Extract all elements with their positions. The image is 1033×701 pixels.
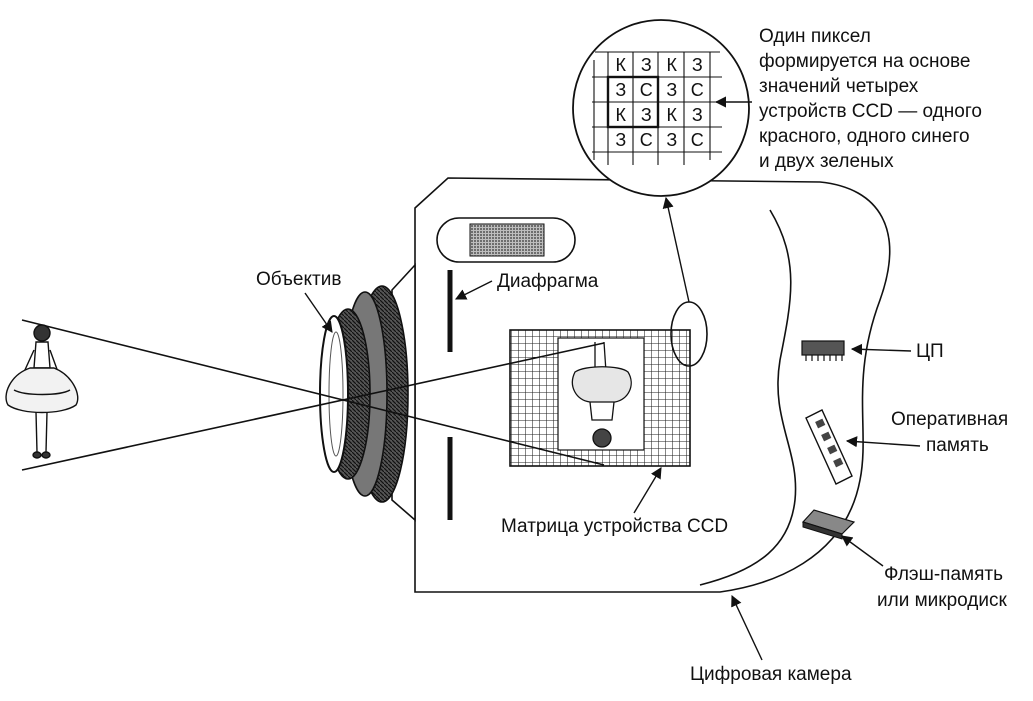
pixel-note-line-3: значений четырех	[759, 76, 919, 97]
flash-label-line-2: или микродиск	[877, 590, 1007, 611]
pixel-cell: С	[640, 80, 653, 100]
pixel-cell: З	[615, 80, 626, 100]
pixel-note-line-1: Один пиксел	[759, 26, 871, 47]
ram-module: Оперативная память	[805, 409, 1008, 485]
viewfinder	[436, 217, 576, 263]
lens-label: Объектив	[256, 269, 341, 290]
light-rays	[21, 319, 605, 471]
cpu-chip: ЦП	[801, 340, 944, 362]
camera-label-group: Цифровая камера	[690, 594, 852, 685]
pixel-cell: З	[641, 105, 652, 125]
aperture-label-group: Диафрагма	[454, 271, 599, 300]
subject-figure	[5, 324, 79, 459]
pixel-note-line-2: формируется на основе	[759, 51, 971, 72]
flash-label-line-1: Флэш-память	[884, 564, 1003, 585]
pixel-cell: З	[615, 130, 626, 150]
camera-body	[414, 177, 891, 593]
pixel-note-line-5: красного, одного синего	[759, 126, 970, 147]
pixel-cell: З	[641, 55, 652, 75]
pixel-cell: К	[616, 55, 627, 75]
pixel-cell: К	[616, 105, 627, 125]
ccd-label-group: Матрица устройства CCD	[501, 467, 728, 537]
ram-label-line-2: память	[926, 435, 989, 456]
lens-label-group: Объектив	[256, 269, 341, 333]
cpu-label: ЦП	[916, 341, 944, 362]
pixel-note-line-6: и двух зеленых	[759, 151, 894, 172]
pixel-cell: С	[691, 130, 704, 150]
inverted-image	[571, 341, 632, 448]
pixel-cell: З	[692, 105, 703, 125]
ccd-matrix-label: Матрица устройства CCD	[501, 516, 728, 537]
flash-card: Флэш-память или микродиск	[801, 509, 1007, 611]
pixel-cell: С	[640, 130, 653, 150]
ccd-matrix	[509, 329, 691, 467]
camera-label: Цифровая камера	[690, 664, 852, 685]
pixel-cell: З	[666, 80, 677, 100]
ram-label-line-1: Оперативная	[891, 409, 1008, 430]
pixel-cell: К	[667, 55, 678, 75]
pixel-cell: К	[667, 105, 678, 125]
aperture-label: Диафрагма	[497, 271, 599, 292]
pixel-cell: С	[691, 80, 704, 100]
pixel-note: Один пиксел формируется на основе значен…	[714, 26, 982, 172]
lens-assembly	[319, 262, 416, 522]
pixel-note-line-4: устройств CCD — одного	[759, 101, 982, 122]
pixel-cell: З	[692, 55, 703, 75]
pixel-cell: З	[666, 130, 677, 150]
